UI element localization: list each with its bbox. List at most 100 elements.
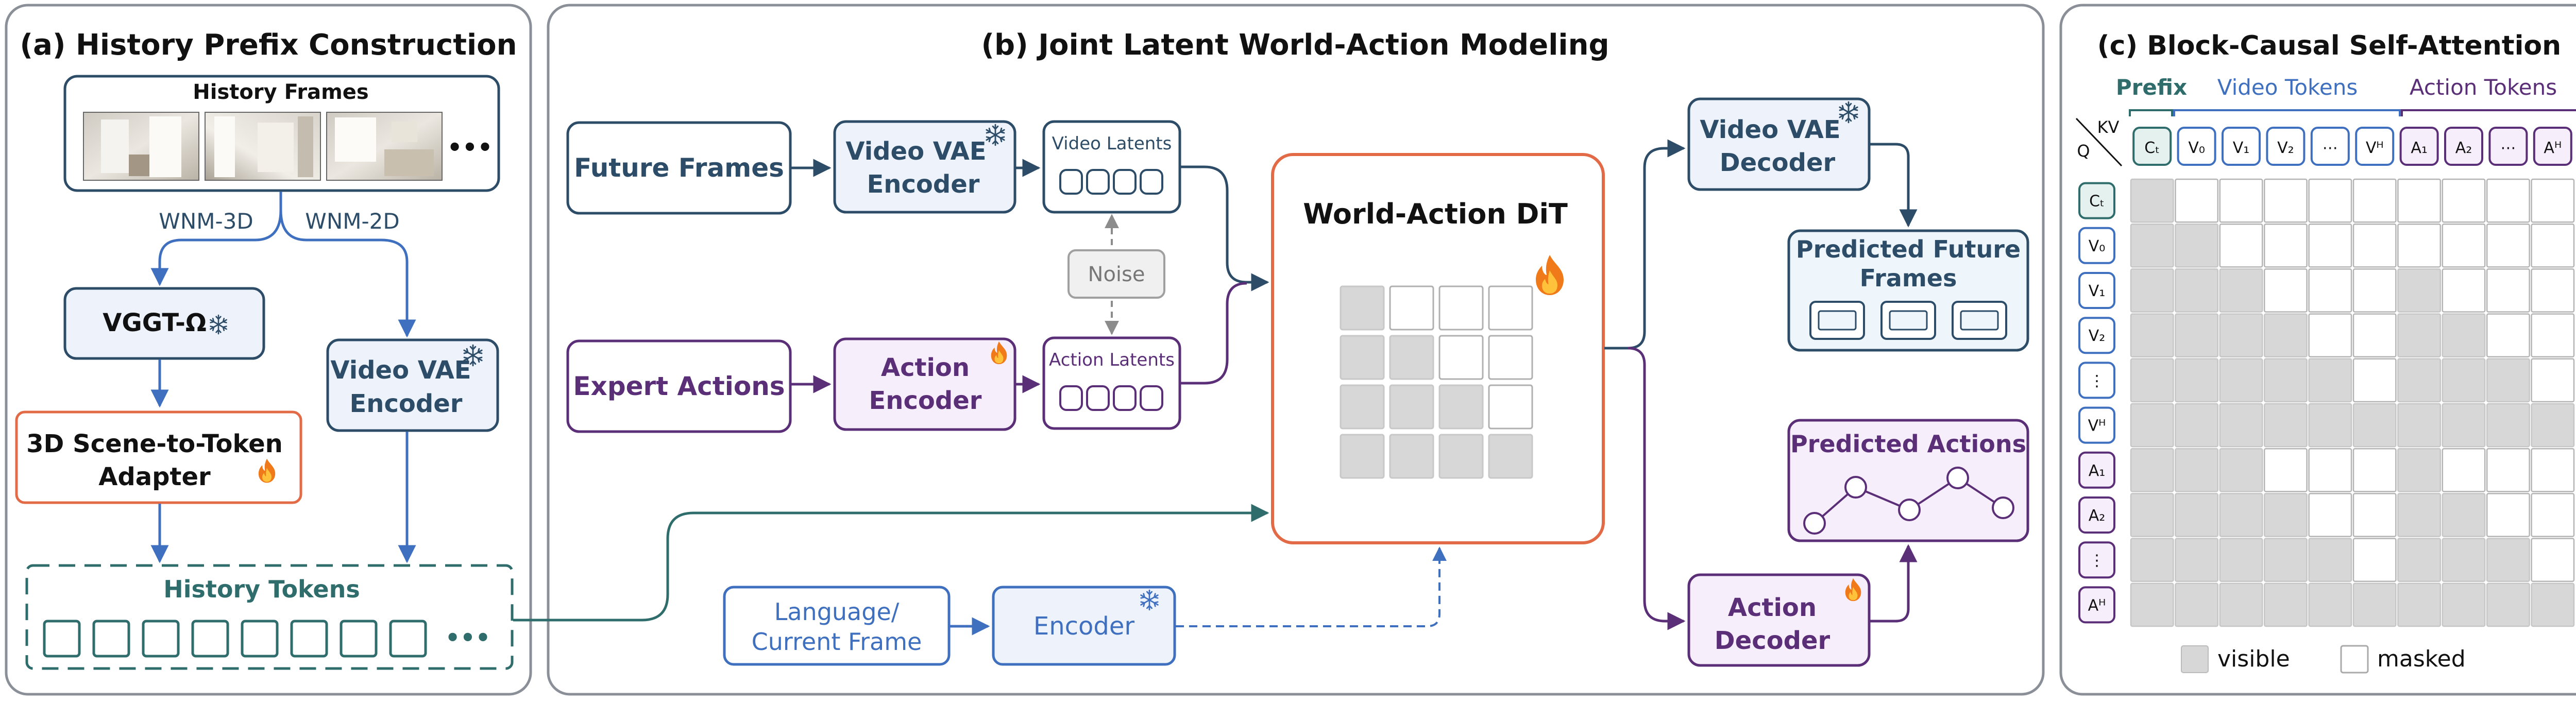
column-header-token: V₀ <box>2177 127 2216 166</box>
row-header-token: V₀ <box>2078 227 2115 264</box>
history-frame-3 <box>326 112 443 181</box>
dit-mask-cell-masked <box>1438 285 1484 331</box>
video-latents-label: Video Latents <box>1052 133 1172 154</box>
wnm-2d-label: WNM-2D <box>305 209 399 234</box>
mask-cell-masked <box>2308 448 2352 492</box>
video-latent-tokens <box>1059 169 1163 195</box>
history-token-row <box>43 620 427 658</box>
column-header-label: A₁ <box>2411 139 2428 157</box>
mask-cell-masked <box>2308 313 2352 358</box>
mask-cell-masked <box>2263 448 2308 492</box>
mask-cell-masked <box>2531 268 2575 313</box>
future-frames-box: Future Frames <box>566 121 792 215</box>
mask-cell-visible <box>2486 582 2530 627</box>
video-vae-encoder-b-line1: Video VAE <box>845 137 986 166</box>
mask-cell-masked <box>2263 223 2308 268</box>
latent-token <box>1086 169 1110 195</box>
mask-cell-visible <box>2219 268 2263 313</box>
mask-cell-visible <box>2442 313 2486 358</box>
predicted-frames-line1: Predicted Future <box>1796 235 2021 263</box>
row-header-label: ⋮ <box>2089 552 2105 570</box>
mask-cell-masked <box>2308 268 2352 313</box>
mask-cell-visible <box>2130 358 2174 403</box>
mask-cell-visible <box>2175 268 2219 313</box>
mask-cell-visible <box>2175 448 2219 492</box>
dit-mask-cell-masked <box>1488 384 1533 430</box>
mask-cell-visible <box>2531 582 2575 627</box>
video-vae-decoder-line1: Video VAE <box>1700 115 1840 144</box>
mask-cell-masked <box>2486 448 2530 492</box>
dit-mask-cell-visible <box>1389 335 1434 380</box>
dit-mask-cell-masked <box>1438 335 1484 380</box>
mask-cell-visible <box>2308 538 2352 582</box>
video-tokens-bracket <box>2173 109 2401 116</box>
mask-cell-visible <box>2130 448 2174 492</box>
mask-cell-masked <box>2486 268 2530 313</box>
column-header-label: V₀ <box>2188 139 2205 157</box>
mask-cell-visible <box>2397 268 2442 313</box>
arrow-frames-to-vggt <box>150 192 282 286</box>
dit-mask-cell-visible <box>1340 285 1385 331</box>
row-header-label: Cₜ <box>2089 193 2105 211</box>
legend-masked-swatch <box>2340 645 2369 674</box>
mask-cell-visible <box>2263 313 2308 358</box>
trajectory-point <box>1992 496 2014 519</box>
action-encoder-line2: Encoder <box>869 386 982 415</box>
adapter-line1: 3D Scene-to-Token <box>26 430 283 458</box>
qkv-divider <box>2075 117 2123 167</box>
column-header-token: Vᴴ <box>2355 127 2395 166</box>
mask-cell-visible <box>2352 582 2397 627</box>
dit-mask-cell-masked <box>1488 285 1533 331</box>
noise-box: Noise <box>1067 249 1165 299</box>
mask-cell-visible <box>2219 448 2263 492</box>
column-header-token: Aᴴ <box>2533 127 2572 166</box>
dit-mask-cell-visible <box>1389 384 1434 430</box>
mask-cell-masked <box>2308 178 2352 223</box>
video-tokens-label: Video Tokens <box>2217 75 2358 100</box>
mask-cell-visible <box>2175 538 2219 582</box>
latent-token <box>1086 385 1110 411</box>
history-token <box>92 620 130 658</box>
panel-a-title: (a) History Prefix Construction <box>20 28 517 62</box>
history-tokens-ellipsis: ••• <box>445 624 490 651</box>
encoder-box: Encoder <box>992 586 1176 666</box>
mask-cell-visible <box>2175 403 2219 448</box>
mask-cell-visible <box>2263 403 2308 448</box>
legend-visible-swatch <box>2181 645 2209 673</box>
vggt-box: VGGT-Ω <box>63 287 265 360</box>
mask-cell-visible <box>2442 582 2486 627</box>
dit-mask-cell-visible <box>1389 434 1434 479</box>
predicted-frame-thumbnails <box>1809 301 2007 340</box>
panel-c-title: (c) Block-Causal Self-Attention <box>2097 30 2561 61</box>
predicted-frames-line2: Frames <box>1860 264 1957 292</box>
latent-token <box>1059 169 1083 195</box>
panel-c: (c) Block-Causal Self-Attention Prefix V… <box>2059 4 2576 696</box>
action-encoder-box: Action Encoder <box>833 337 1016 431</box>
mask-cell-visible <box>2219 313 2263 358</box>
mask-cell-visible <box>2219 538 2263 582</box>
mask-cell-masked <box>2486 178 2530 223</box>
column-header-token: ⋯ <box>2488 127 2528 166</box>
latent-token <box>1140 385 1163 411</box>
mask-cell-visible <box>2263 582 2308 627</box>
video-vae-encoder-a-line1: Video VAE <box>330 356 471 385</box>
row-header-label: A₁ <box>2089 462 2106 480</box>
mask-cell-masked <box>2263 178 2308 223</box>
row-header-token: Cₜ <box>2078 182 2115 219</box>
mask-cell-masked <box>2263 268 2308 313</box>
mask-cell-visible <box>2130 538 2174 582</box>
trajectory-point <box>1946 467 1969 489</box>
mask-cell-visible <box>2175 358 2219 403</box>
mask-cell-masked <box>2442 448 2486 492</box>
mask-cell-visible <box>2130 223 2174 268</box>
history-token <box>389 620 427 658</box>
arrow-decoder-to-predicted-frames <box>1870 143 1918 228</box>
arrow-action-latents-to-dit <box>1181 282 1247 385</box>
mask-cell-masked <box>2486 313 2530 358</box>
mask-cell-visible <box>2130 493 2174 537</box>
column-header-label: Cₜ <box>2144 139 2160 157</box>
action-encoder-line1: Action <box>881 353 970 382</box>
